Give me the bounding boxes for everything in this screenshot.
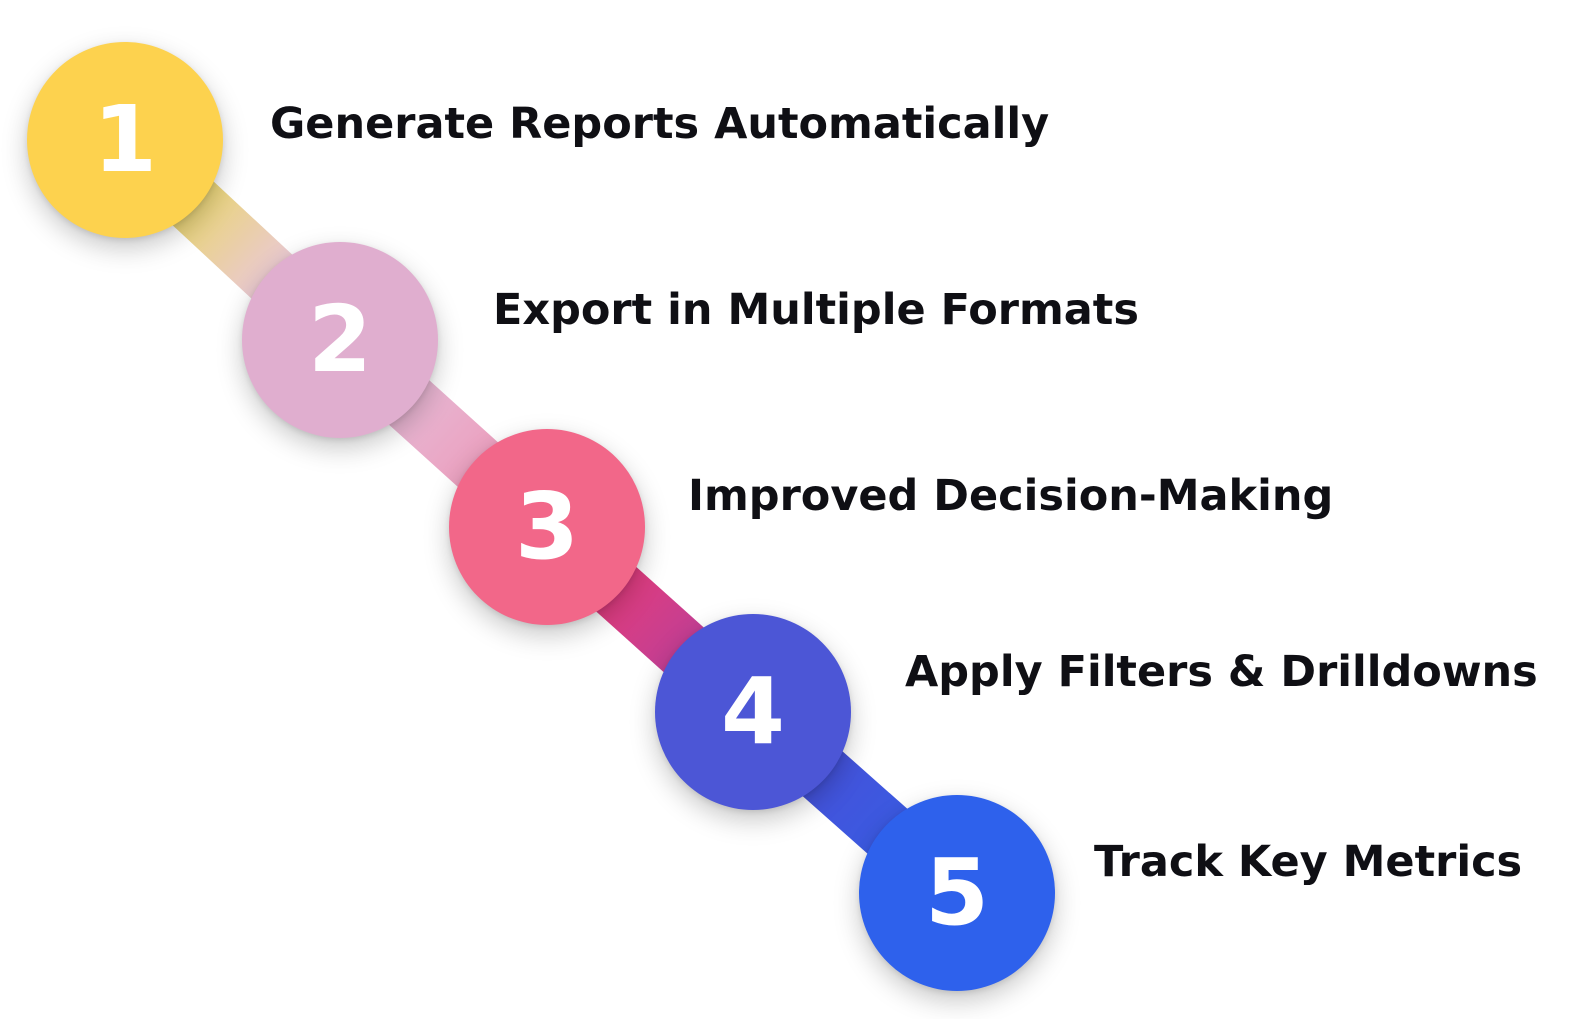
step-5-circle: 5 xyxy=(859,795,1055,991)
step-3-number: 3 xyxy=(514,473,579,580)
step-3-circle: 3 xyxy=(449,429,645,625)
step-1-label: Generate Reports Automatically xyxy=(270,99,1050,149)
step-2-circle: 2 xyxy=(242,242,438,438)
step-1-number: 1 xyxy=(92,86,157,193)
step-5-label: Track Key Metrics xyxy=(1094,837,1523,887)
step-2-label: Export in Multiple Formats xyxy=(493,285,1139,335)
step-4-number: 4 xyxy=(720,658,785,765)
step-4-label: Apply Filters & Drilldowns xyxy=(905,647,1538,697)
step-3-label: Improved Decision-Making xyxy=(688,471,1334,521)
step-2-number: 2 xyxy=(307,286,372,393)
step-4-circle: 4 xyxy=(655,614,851,810)
step-1-circle: 1 xyxy=(27,42,223,238)
step-5-number: 5 xyxy=(924,839,989,946)
